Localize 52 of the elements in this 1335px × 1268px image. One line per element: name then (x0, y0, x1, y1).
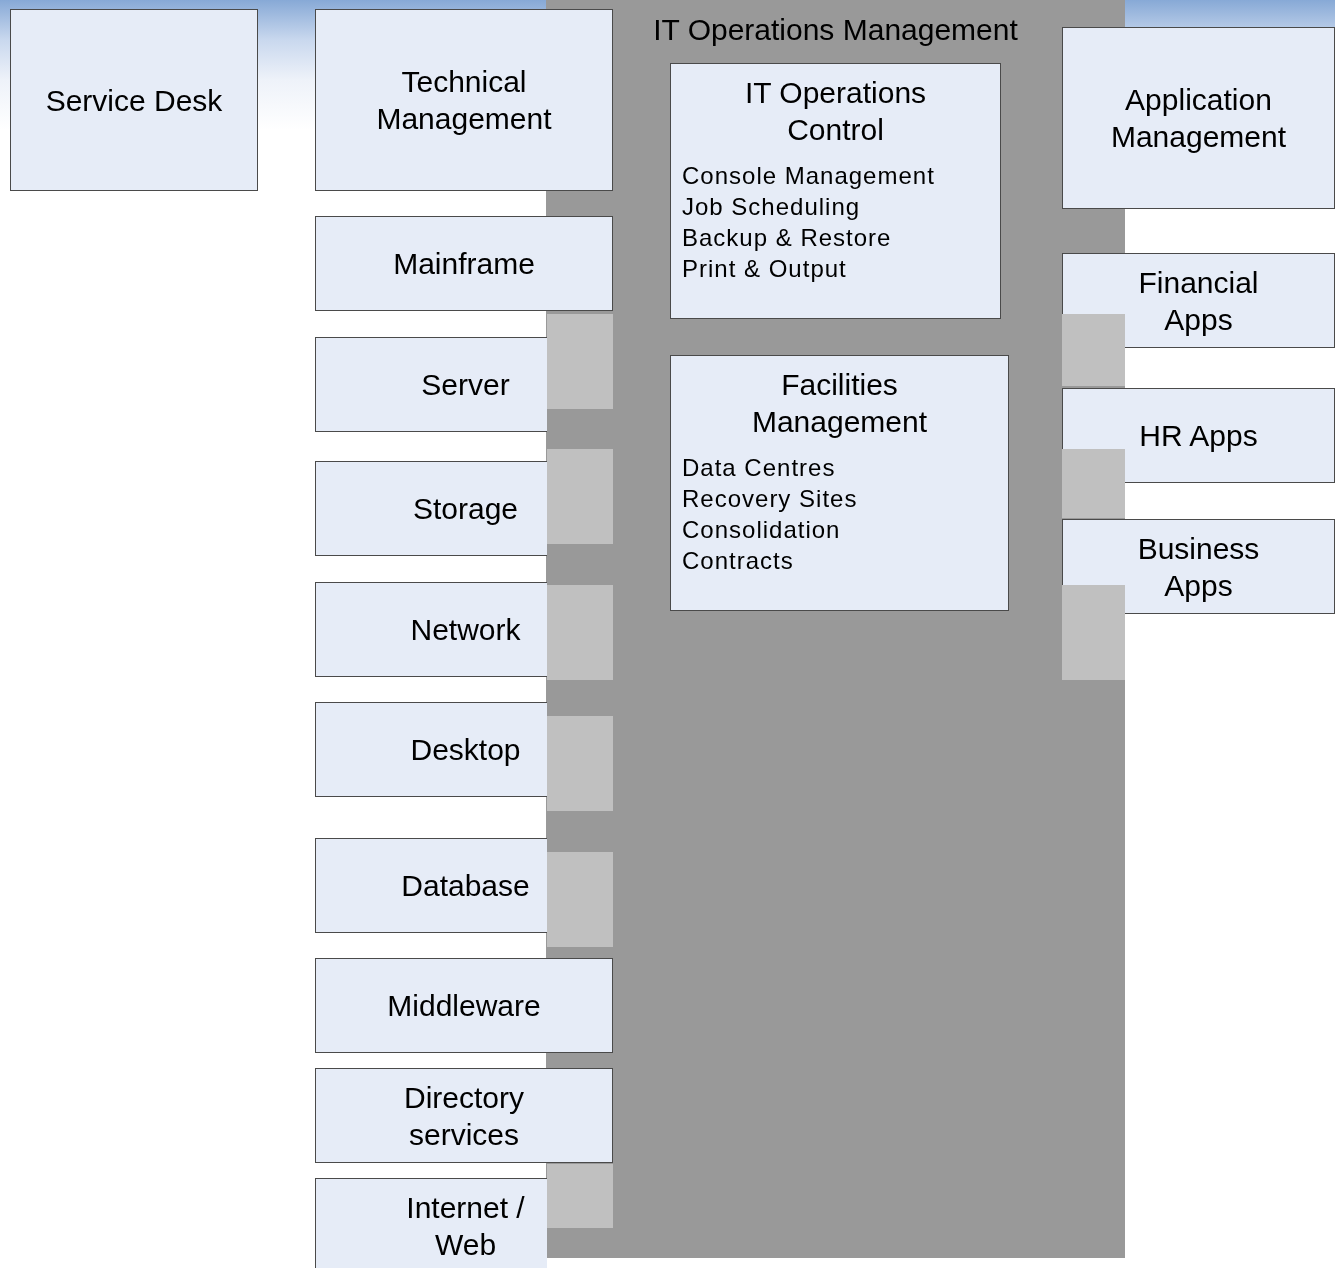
activity-item: Contracts (681, 546, 795, 576)
function-name: Business Apps (1136, 530, 1261, 604)
function-name: HR Apps (1139, 418, 1258, 454)
overlap-block (1062, 314, 1125, 386)
function-box (315, 216, 613, 311)
function-box (315, 337, 547, 432)
heading: IT Operations Control (743, 75, 928, 148)
function-box (1062, 388, 1335, 483)
overlap-block (547, 449, 613, 544)
overlap-block (547, 716, 613, 811)
function-panel (670, 63, 1001, 319)
function-box (315, 958, 613, 1053)
function-name: Network (410, 612, 521, 648)
function-name: Technical Management (375, 64, 553, 137)
function-box (10, 9, 258, 191)
activity-item: Data Centres (681, 453, 837, 483)
function-name: Financial Apps (1137, 264, 1260, 338)
activity-item: Backup & Restore (681, 223, 893, 253)
activity-item: Consolidation (681, 515, 842, 545)
overlap-block (547, 852, 613, 947)
function-name: Service Desk (45, 82, 223, 119)
function-box (1062, 519, 1335, 614)
function-box (315, 582, 547, 677)
function-box (1062, 27, 1335, 209)
function-name: Mainframe (393, 246, 535, 282)
heading: Facilities Management (750, 367, 929, 440)
function-box (315, 1178, 547, 1268)
function-name: Application Management (1109, 82, 1288, 155)
function-name: Middleware (387, 988, 541, 1024)
function-name: Database (401, 868, 530, 904)
function-panel (670, 355, 1009, 611)
heading: IT Operations Management (653, 12, 1018, 48)
function-box (315, 9, 613, 191)
function-box (315, 461, 547, 556)
activity-item: Console Management (681, 161, 936, 191)
function-name: Directory services (403, 1079, 525, 1153)
overlap-block (547, 314, 613, 409)
function-box (315, 838, 547, 933)
overlap-block (547, 585, 613, 680)
overlap-block (547, 1164, 613, 1228)
activity-item: Print & Output (681, 254, 848, 284)
function-name: Desktop (410, 732, 521, 768)
function-name: Storage (412, 491, 519, 527)
overlap-block (1062, 449, 1125, 518)
function-name: Internet / Web (405, 1189, 526, 1263)
function-box (1062, 253, 1335, 348)
function-box (315, 1068, 613, 1163)
activity-item: Recovery Sites (681, 484, 859, 514)
function-name: Server (421, 367, 510, 403)
overlap-block (1062, 585, 1125, 680)
function-box (315, 702, 547, 797)
activity-item: Job Scheduling (681, 192, 862, 222)
